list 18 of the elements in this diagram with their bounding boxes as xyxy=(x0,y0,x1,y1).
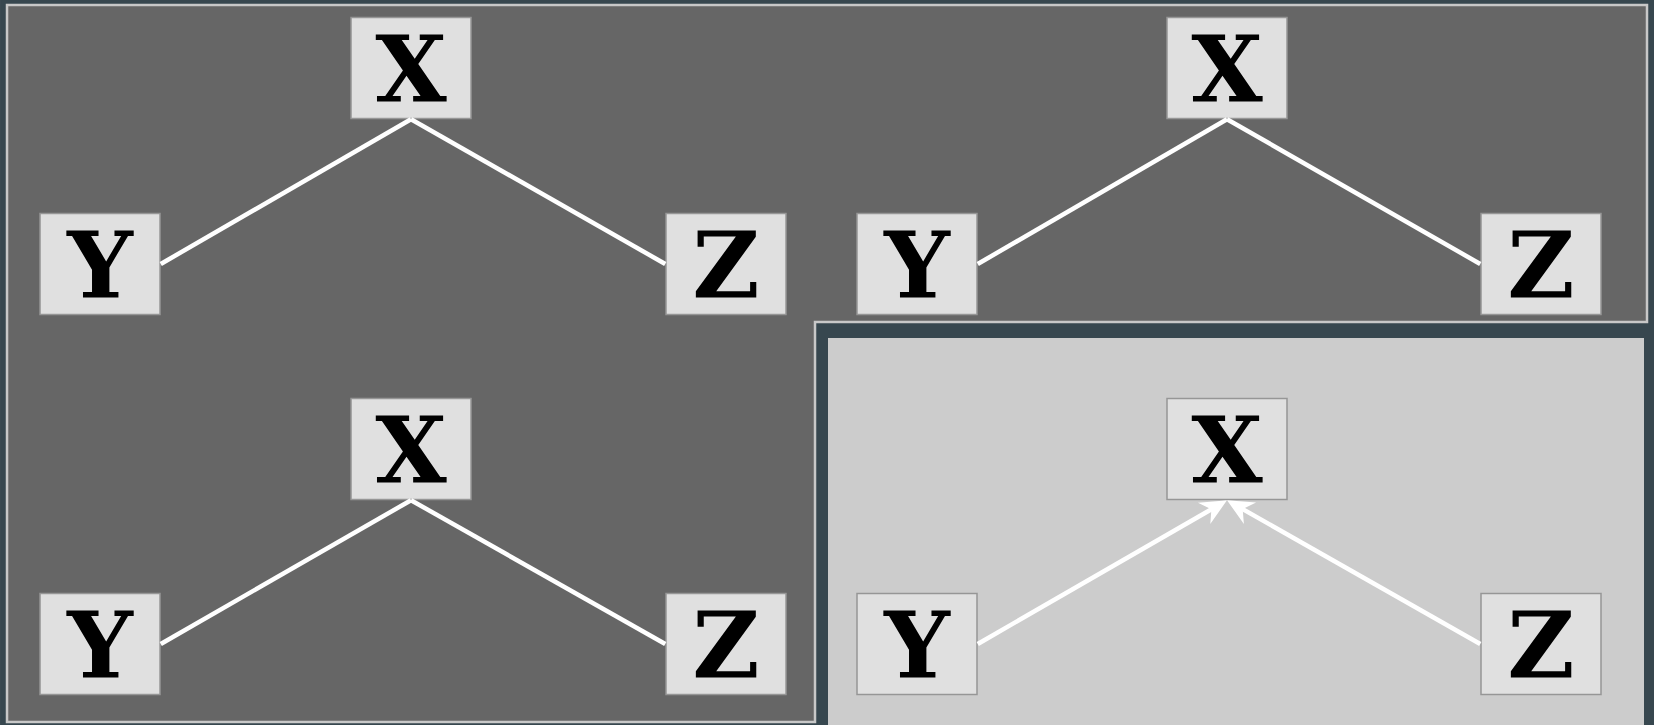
letter-box: X xyxy=(1166,16,1288,120)
letter-box: Z xyxy=(1480,212,1602,316)
letter-box: X xyxy=(350,397,472,501)
letter-box: X xyxy=(350,16,472,120)
letter-box: Y xyxy=(39,592,161,696)
connector xyxy=(159,117,413,266)
connector xyxy=(976,117,1229,266)
letter-box: X xyxy=(1166,397,1288,501)
connector xyxy=(159,498,413,646)
connector xyxy=(1225,117,1482,266)
letter-box: Z xyxy=(665,212,787,316)
connector xyxy=(409,117,667,266)
letter-box: Y xyxy=(856,592,978,696)
connector xyxy=(409,498,667,646)
letter-box: Z xyxy=(1480,592,1602,696)
letter-box: Y xyxy=(39,212,161,316)
letter-box: Y xyxy=(856,212,978,316)
letter-box: Z xyxy=(665,592,787,696)
